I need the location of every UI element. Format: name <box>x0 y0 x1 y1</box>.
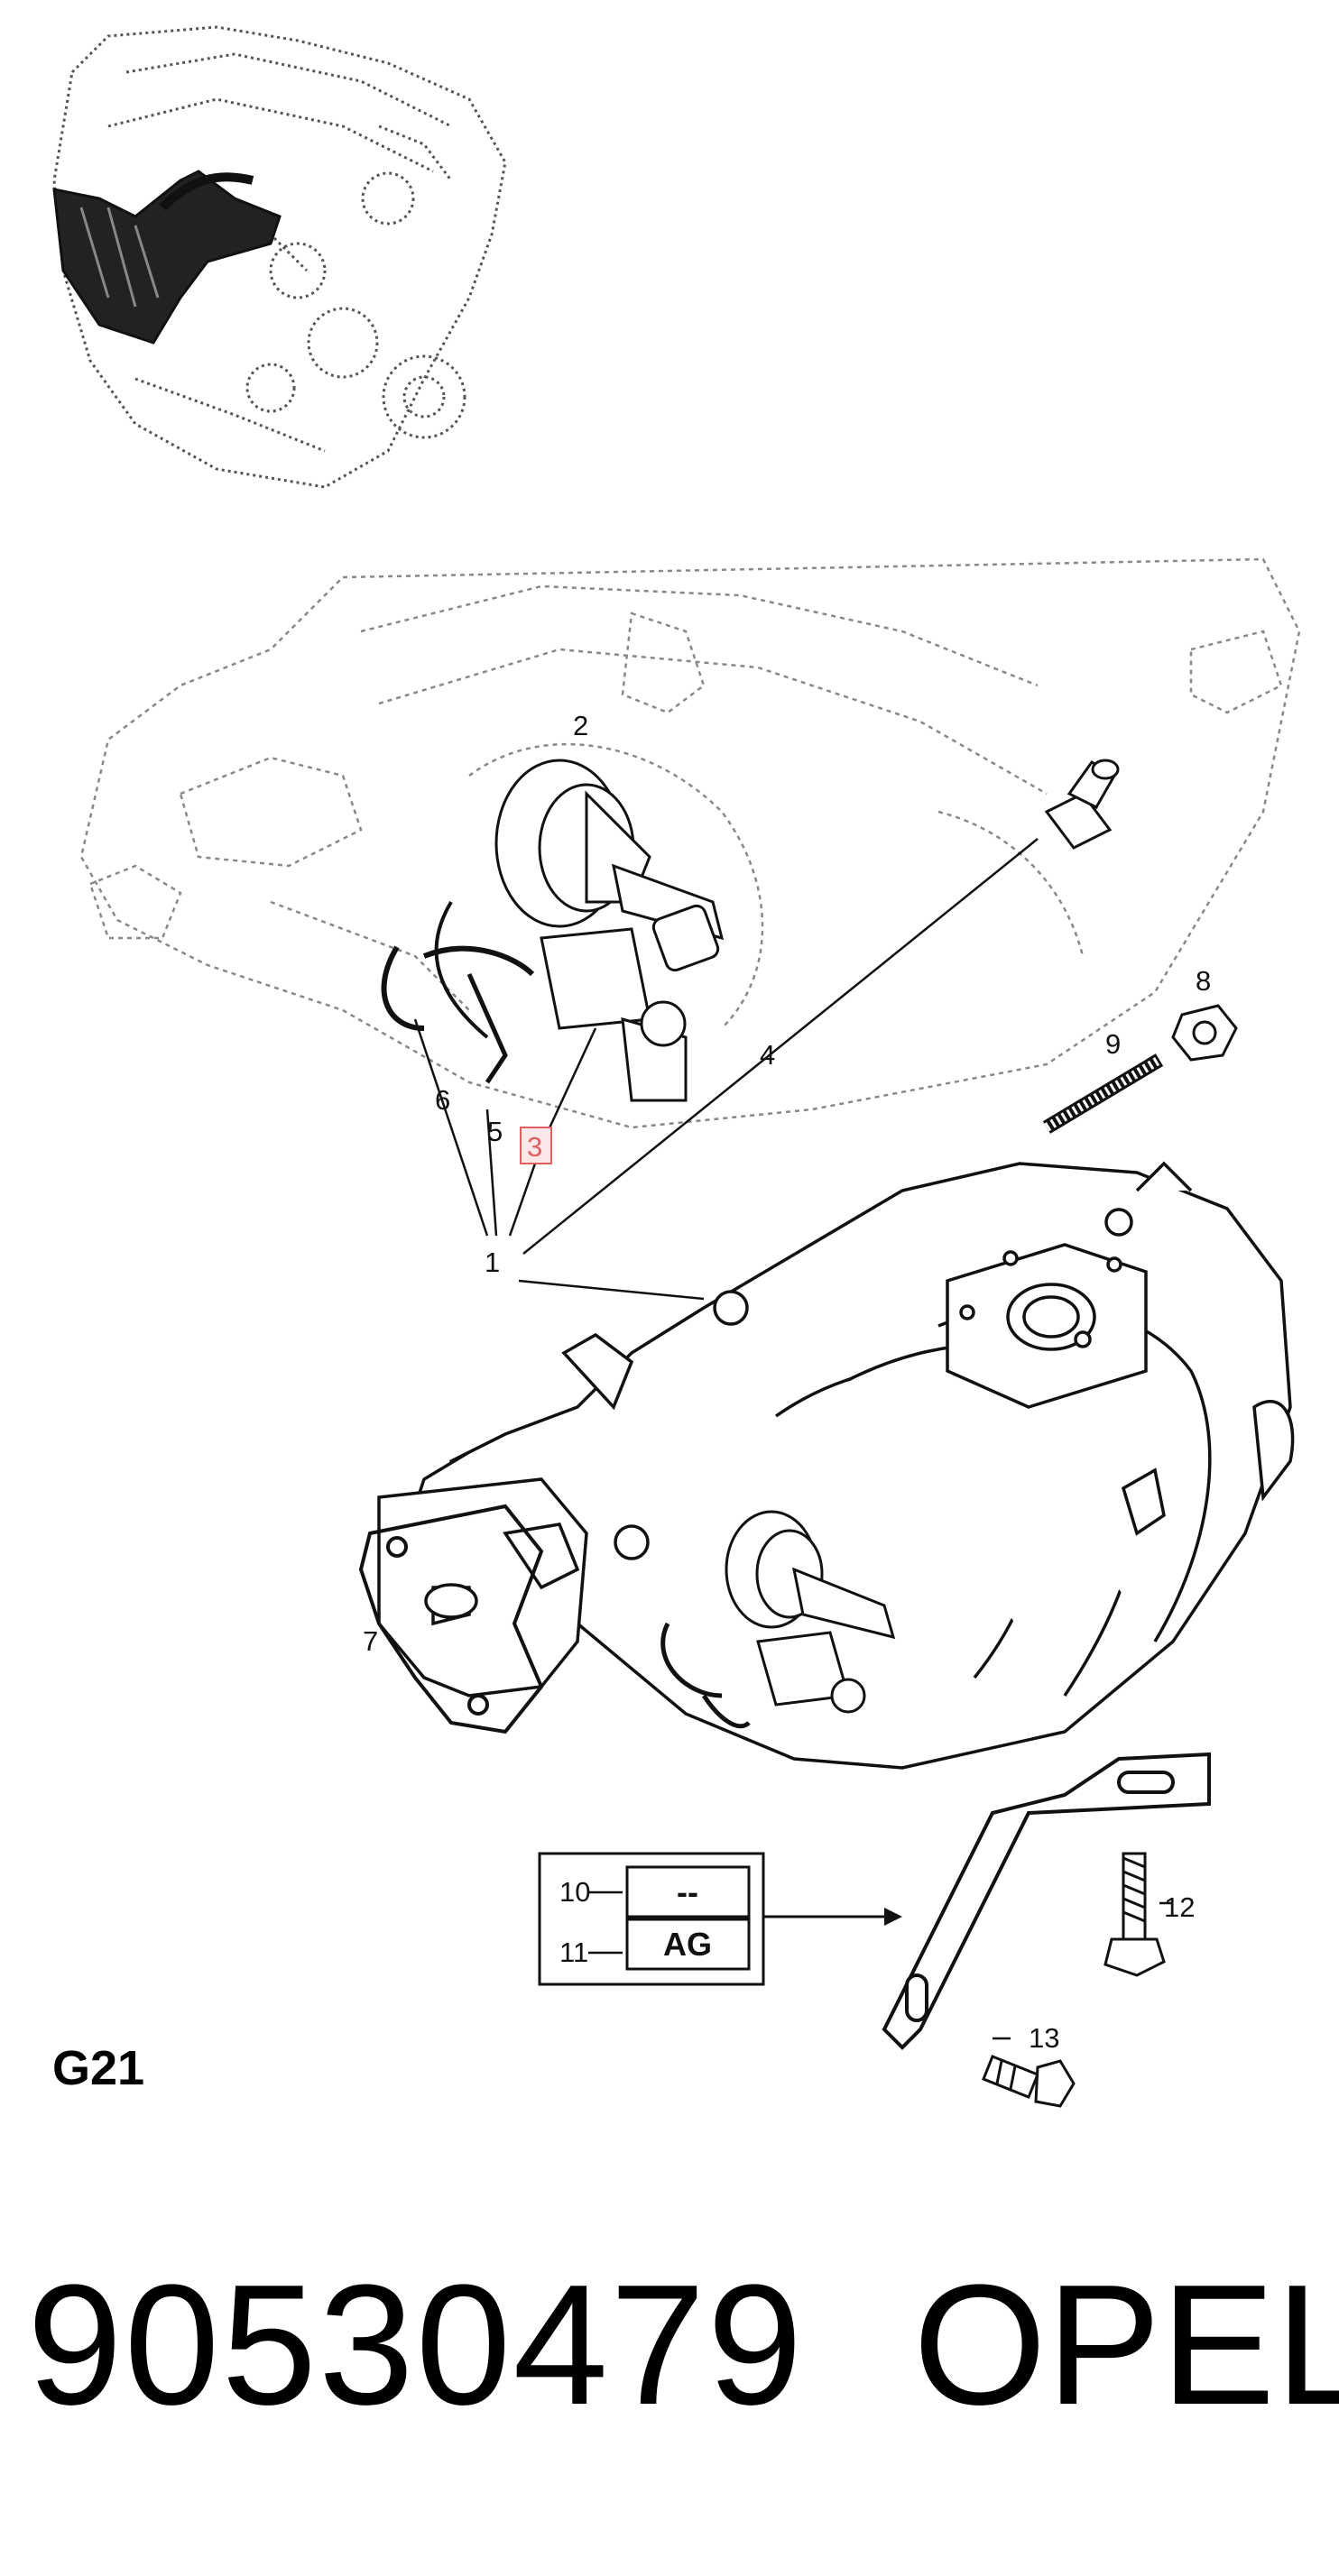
bolt-part-12 <box>1104 1852 1166 1977</box>
callout-13: 13 <box>1029 2022 1059 2054</box>
vacuum-actuator-lower <box>660 1510 896 1729</box>
highlighted-intake-manifold-thumbnail <box>52 170 282 345</box>
gasket-part-7 <box>358 1504 544 1734</box>
callout-11: 11 <box>559 1937 588 1968</box>
callout-5: 5 <box>487 1116 503 1147</box>
callout-7: 7 <box>363 1625 378 1657</box>
part-number: 90530479 <box>27 2249 805 2441</box>
callout-9: 9 <box>1105 1028 1121 1060</box>
variant-row-1-value: -- <box>677 1873 698 1910</box>
callout-12: 12 <box>1164 1891 1195 1923</box>
bracket <box>882 1752 1211 2050</box>
lower-leaders <box>588 1891 1173 2040</box>
callout-1: 1 <box>485 1247 500 1278</box>
callout-4: 4 <box>760 1039 775 1071</box>
intake-manifold-main <box>377 1161 1295 1770</box>
nut-part-8 <box>1171 1004 1238 1062</box>
engine-background-ghost <box>79 557 1301 1129</box>
variant-table <box>538 1852 902 1986</box>
callout-2: 2 <box>573 710 588 741</box>
callout-labels: 1 2 3 4 5 6 7 8 9 10 11 12 13 -- AG <box>363 710 1211 2054</box>
callout-10: 10 <box>559 1876 590 1908</box>
callout-3: 3 <box>527 1131 542 1163</box>
brand-name: OPEL <box>913 2249 1339 2441</box>
bolt-part-13 <box>982 2055 1076 2108</box>
callout-8: 8 <box>1196 965 1211 997</box>
vacuum-actuator-upper <box>381 759 725 1102</box>
group-code: G21 <box>52 2041 145 2095</box>
stud-part-4 <box>1044 759 1120 850</box>
variant-row-2-value: AG <box>663 1926 712 1963</box>
callout-3-highlight <box>520 1127 552 1164</box>
callout-6: 6 <box>435 1084 450 1116</box>
threaded-stud-part-9 <box>1042 1053 1164 1134</box>
